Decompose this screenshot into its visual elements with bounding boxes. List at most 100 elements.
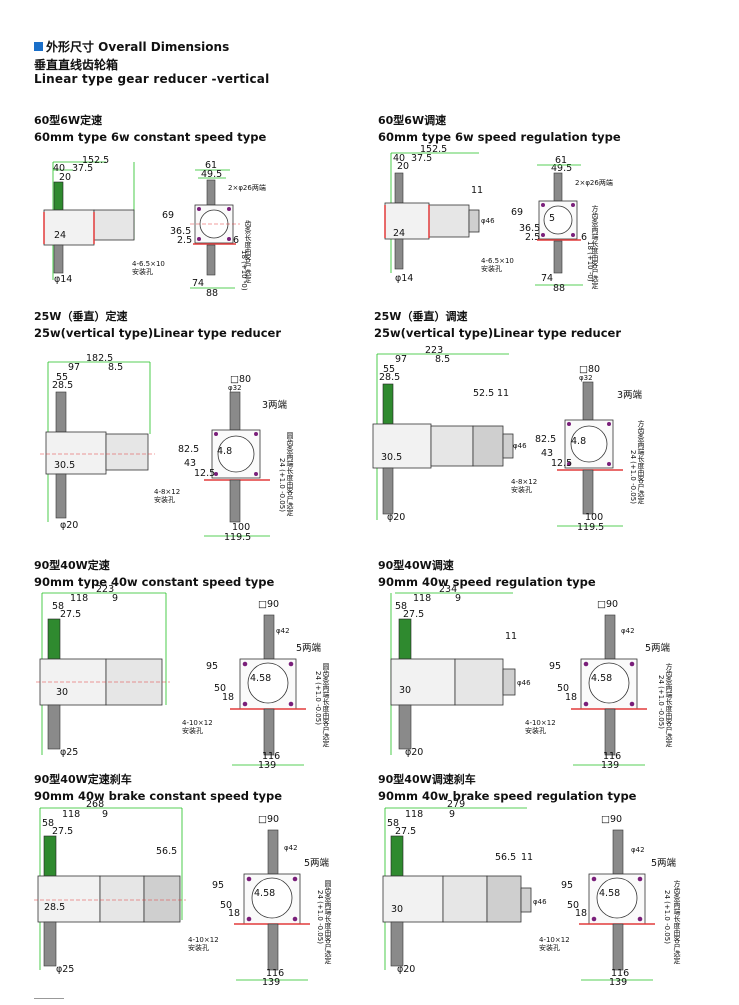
rack-top: [394, 172, 404, 204]
dim-sq: □90: [258, 599, 279, 610]
holes-label-cn: 安装孔: [154, 495, 175, 504]
side-rack-top: [604, 614, 616, 660]
dim-b: 37.5: [72, 163, 93, 174]
page-header: 外形尺寸 Overall Dimensions: [34, 38, 229, 55]
dim-e: 11: [505, 631, 517, 642]
motor: [93, 209, 135, 241]
side-view: 61 49.5 5 69 36.5 2.5 6 74 88 2×φ26两端 4-…: [481, 155, 613, 294]
dim-shaft: φ20: [387, 512, 405, 523]
gearbox: [37, 875, 101, 923]
dim-b: 9: [449, 809, 455, 820]
dim-b: 37.5: [411, 153, 432, 164]
front-view: 223 97 8.5 55 28.5 52.5 11 φ46 30.5 φ20: [372, 345, 527, 523]
dim-side1: 69: [162, 210, 174, 221]
dim-side1: 95: [549, 661, 561, 672]
side-flange: [596, 877, 638, 919]
holes-label-cn: 安装孔: [182, 726, 203, 735]
rack-bottom: [390, 921, 404, 967]
side-rack-top: [263, 614, 275, 660]
dim-center: 4.8: [217, 446, 232, 457]
dim-bottom1: 100: [585, 512, 603, 523]
dim-shaft: φ25: [60, 747, 78, 758]
subtitle-en: Linear type gear reducer -vertical: [34, 72, 270, 86]
ends-label: 3两端: [617, 389, 643, 401]
dim-center: 4.58: [591, 673, 612, 684]
dim-e: 52.5: [473, 388, 494, 399]
dim-d: 27.5: [52, 826, 73, 837]
dim-bottom2: 139: [601, 760, 619, 771]
dim-side1: 95: [561, 880, 573, 891]
dim-center: 4.58: [250, 673, 271, 684]
front-view: 268 118 9 58 27.5 56.5 28.5 φ25: [34, 799, 186, 975]
header-square-icon: [34, 42, 43, 51]
rack-bottom: [394, 238, 404, 270]
vertical-note: 方齿条两端长度由客户选定: [637, 419, 645, 505]
footer-divider: [34, 998, 64, 1005]
dim-c: 58: [42, 818, 54, 829]
drawing-25w-constant: 182.5 97 8.5 55 28.5 30.5 φ20 □80 φ32 3两…: [40, 353, 294, 543]
dim-sq: □80: [230, 374, 251, 385]
vertical-note: 圆齿条两端长度由客户选定: [286, 432, 294, 517]
dim-side1: 82.5: [535, 434, 556, 445]
holes-label: 4-8×12: [511, 478, 537, 486]
side-flange: [247, 662, 289, 704]
rack-top: [53, 181, 64, 211]
vertical-number: 18 (+10 -0): [586, 241, 594, 282]
drawing-60w6-regulation: 152.5 40 37.5 20 11 φ46 24 φ14 61 49.5 5…: [384, 144, 613, 294]
dim-a: 118: [62, 809, 80, 820]
front-view: 182.5 97 8.5 55 28.5 30.5 φ20: [40, 353, 155, 531]
dim-shaft: φ20: [397, 964, 415, 975]
drawing-90w40-constant: 223 118 9 58 27.5 30 φ25 □90 φ42 5两端 4.5…: [36, 584, 330, 771]
dim-b: 8.5: [435, 354, 450, 365]
drawing-90w40-brake-regulation: 279 118 9 58 27.5 56.5 11 φ46 30 φ20 □90…: [382, 799, 681, 988]
section-60w6-regulation: 60型6W调速 60mm type 6w speed regulation ty…: [378, 112, 621, 144]
dim-center: 4.8: [571, 436, 586, 447]
holes-label: 4-6.5×10: [481, 257, 514, 265]
section-title-en: 25w(vertical type)Linear type reducer: [34, 326, 281, 340]
header-title: 外形尺寸 Overall Dimensions: [46, 40, 230, 54]
section-title-cn: 90型40W调速: [378, 559, 454, 572]
dim-c: 58: [387, 818, 399, 829]
side-rack-top: [267, 829, 279, 875]
dim-f: 11: [497, 388, 509, 399]
front-view: 234 118 9 58 27.5 11 φ46 30 φ20: [390, 584, 531, 758]
dim-d: 27.5: [403, 609, 424, 620]
front-view: 152.5 40 37.5 20 11 φ46 24 φ14: [384, 144, 495, 284]
vertical-number: 24 (+1.0 -0.05): [657, 675, 665, 729]
side-rack-bottom: [263, 708, 275, 756]
dim-h1: 30.5: [381, 452, 402, 463]
dim-sq: □90: [601, 814, 622, 825]
motor: [430, 425, 474, 467]
dim-h1: 30: [56, 687, 68, 698]
dim-bottom2: 119.5: [577, 522, 604, 533]
dim-side2: 50: [557, 683, 569, 694]
front-view: 223 118 9 58 27.5 30 φ25: [36, 584, 170, 758]
rack-bottom: [43, 921, 57, 967]
dim-center: 4.58: [599, 888, 620, 899]
gearbox: [382, 875, 444, 923]
dim-a: 118: [413, 593, 431, 604]
ends-label: 5两端: [645, 642, 671, 654]
vertical-note: 方齿条两端长度由客户选定: [673, 879, 681, 965]
dim-bottom1: 116: [603, 751, 621, 762]
section-title-cn: 90型40W调速刹车: [378, 773, 476, 786]
rack-bottom: [398, 704, 412, 750]
dim-bottom2: 119.5: [224, 532, 251, 543]
dim-shaft: φ20: [60, 520, 78, 531]
motor: [454, 658, 504, 706]
subtitle-cn: 垂直直线齿轮箱: [34, 58, 119, 72]
dim-a: 97: [395, 354, 407, 365]
vertical-note: 圆齿条两端长度由客户选定: [324, 880, 332, 965]
note-ends: 2×φ26两端: [575, 178, 613, 187]
dim-shaft: φ14: [54, 274, 72, 285]
dim-w2: 49.5: [551, 163, 572, 174]
section-title-en: 90mm 40w brake speed regulation type: [378, 789, 637, 803]
rack-bottom: [53, 244, 64, 274]
dim-side2: 50: [567, 900, 579, 911]
section-60w6-constant: 60型6W定速 60mm type 6w constant speed type: [34, 112, 266, 144]
front-view: 152.5 40 37.5 20 24 φ14: [43, 155, 135, 285]
dim-sq: □90: [258, 814, 279, 825]
dim-phi: φ42: [621, 627, 635, 635]
holes-label-cn: 安装孔: [511, 485, 532, 494]
dim-overall: 279: [447, 799, 465, 810]
